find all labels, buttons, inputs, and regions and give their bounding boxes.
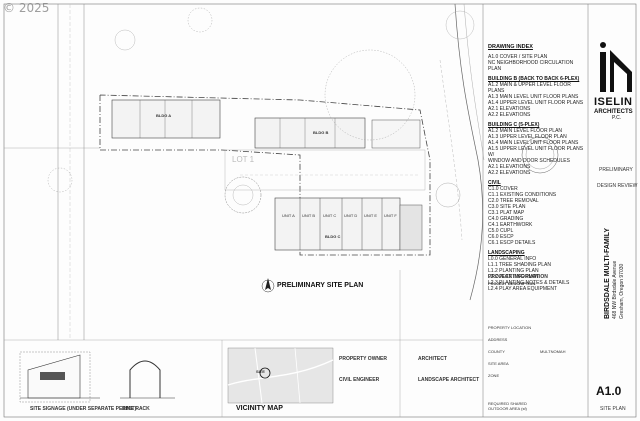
civil-engineer-heading: CIVIL ENGINEER [339, 377, 380, 383]
county-value: MULTNOMAH [540, 349, 566, 354]
project-information-heading: PROJECT INFORMATION [488, 274, 548, 280]
drawing-index: DRAWING INDEX A1.0 COVER / SITE PLAN NC … [488, 44, 584, 292]
index-item: C5.0 CUPL [488, 228, 514, 234]
address-label: ADDRESS [488, 337, 508, 342]
building-c-label: BLDG C [325, 234, 341, 239]
index-item: A1.4 MAIN LEVEL UNIT FLOOR PLANS [488, 140, 579, 146]
index-item: A1.5 UPPER LEVEL UNIT FLOOR PLANS W/ [488, 146, 584, 158]
sheet-number: A1.0 [596, 384, 622, 398]
firm-sub: ARCHITECTS [594, 109, 633, 115]
index-group-heading: LANDSCAPING [488, 250, 525, 256]
index-item: C3.1 PLAT MAP [488, 210, 525, 216]
index-item: A1.4 UPPER LEVEL UNIT FLOOR PLANS [488, 100, 584, 106]
design-review-label: DESIGN REVIEW [597, 183, 638, 189]
bike-rack-title: BIKE RACK [122, 406, 150, 412]
firm-suffix: P.C. [612, 115, 622, 121]
property-location-label: PROPERTY LOCATION [488, 325, 532, 330]
index-item: L1.2 PLANTING PLAN [488, 268, 539, 274]
index-item: WINDOW AND DOOR SCHEDULES [488, 158, 570, 164]
county-label: COUNTY [488, 349, 505, 354]
project-address: 468 NW Birdsdale Avenue [612, 260, 618, 319]
vicinity-map-title: VICINITY MAP [236, 405, 283, 412]
index-item: C6.0 ESCP [488, 234, 514, 240]
building-a-label: BLDG A [156, 113, 172, 118]
index-item: L0.0 GENERAL INFO [488, 256, 537, 262]
index-item: C1.0 COVER [488, 186, 518, 192]
index-item: A1.3 MAIN LEVEL UNIT FLOOR PLANS [488, 94, 579, 100]
outdoor-area-label: OUTDOOR AREA (sf) [488, 406, 527, 411]
index-item: L2.2 PLANTING PLAN [488, 274, 539, 280]
preliminary-label: PRELIMINARY [599, 167, 633, 173]
landscape-architect-heading: LANDSCAPE ARCHITECT [418, 377, 480, 383]
copyright-watermark: © 2025 [3, 1, 50, 15]
property-owner-heading: PROPERTY OWNER [339, 356, 387, 362]
index-item: L1.1 TREE SHADING PLAN [488, 262, 551, 268]
lot-label: LOT 1 [232, 155, 255, 164]
unit-e-label: UNIT E [364, 213, 378, 218]
index-item: A1.0 COVER / SITE PLAN [488, 54, 548, 60]
index-item: C4.0 GRADING [488, 216, 524, 222]
project-name-block: BIRDSDALE MULTI-FAMILY 468 NW Birdsdale … [604, 215, 640, 325]
unit-f-label: UNIT F [384, 213, 397, 218]
site-area-label: SITE AREA [488, 361, 509, 366]
architect-heading: ARCHITECT [418, 356, 447, 362]
index-item: A2.1 ELEVATIONS [488, 106, 531, 112]
building-b-label: BLDG B [313, 130, 329, 135]
index-item: C3.0 SITE PLAN [488, 204, 526, 210]
unit-b-label: UNIT B [302, 213, 316, 218]
zone-label: ZONE [488, 373, 500, 378]
firm-name: ISELIN [594, 96, 633, 108]
unit-a-label: UNIT A [282, 213, 295, 218]
index-item: A1.2 MAIN & UPPER LEVEL FLOOR PLANS [488, 82, 571, 94]
index-item: A2.2 ELEVATIONS [488, 112, 531, 118]
index-item: C4.1 EARTHWORK [488, 222, 533, 228]
index-item: NC NEIGHBORHOOD CIRCULATION PLAN [488, 60, 574, 72]
sheet-title: SITE PLAN [600, 406, 626, 412]
project-description-heading: PROJECT DESCRIPTION [488, 281, 536, 286]
site-plan-title: PRELIMINARY SITE PLAN [277, 282, 364, 289]
index-group-heading: BUILDING B (BACK TO BACK 6-PLEX) [488, 76, 580, 82]
unit-c-label: UNIT C [323, 213, 337, 218]
index-item: A2.2 ELEVATIONS [488, 170, 531, 176]
index-item: C1.1 EXISTING CONDITIONS [488, 192, 557, 198]
index-item: C2.0 TREE REMOVAL [488, 198, 539, 204]
project-name: BIRDSDALE MULTI-FAMILY [604, 228, 611, 319]
index-item: L2.4 PLAY AREA EQUIPMENT [488, 286, 558, 292]
project-city: Gresham, Oregon 97030 [619, 263, 625, 319]
unit-d-label: UNIT D [344, 213, 358, 218]
vicinity-site-label: SITE [256, 369, 265, 374]
index-item: A1.3 UPPER LEVEL FLOOR PLAN [488, 134, 567, 140]
index-item: L2.3 PLANTING NOTES & DETAILS [488, 280, 570, 286]
index-group-heading: BUILDING C (5-PLEX) [488, 122, 540, 128]
signage-title: SITE SIGNAGE (UNDER SEPARATE PERMIT) [30, 406, 137, 412]
drawing-index-title: DRAWING INDEX [488, 44, 533, 50]
index-item: A2.1 ELEVATIONS [488, 164, 531, 170]
required-shared-label: REQUIRED SHARED [488, 401, 527, 406]
index-item: A1.2 MAIN LEVEL FLOOR PLAN [488, 128, 563, 134]
index-group-heading: CIVIL [488, 180, 501, 186]
index-item: C6.1 ESCP DETAILS [488, 240, 536, 246]
